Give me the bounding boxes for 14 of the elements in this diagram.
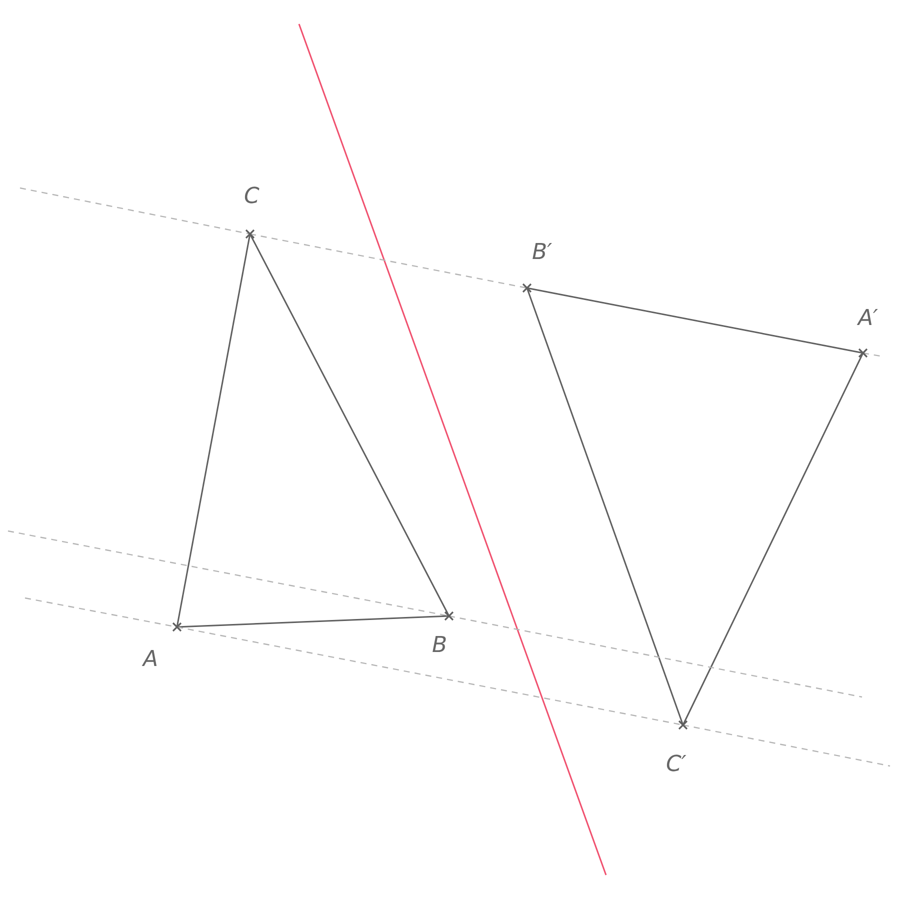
triangle-side [526,288,684,726]
triangle-side [682,352,864,726]
triangle-side [176,234,251,628]
triangle-side [176,615,450,628]
construction-line [448,615,862,698]
point-label: B′ [532,242,552,264]
triangle-side [526,287,864,354]
triangle-side [249,234,450,616]
point-label: C′ [666,754,686,776]
point-label: C [244,186,260,208]
point-label: A′ [858,308,878,330]
point-label: A [143,649,158,671]
construction-line [250,233,528,289]
point-label: B [432,635,448,657]
